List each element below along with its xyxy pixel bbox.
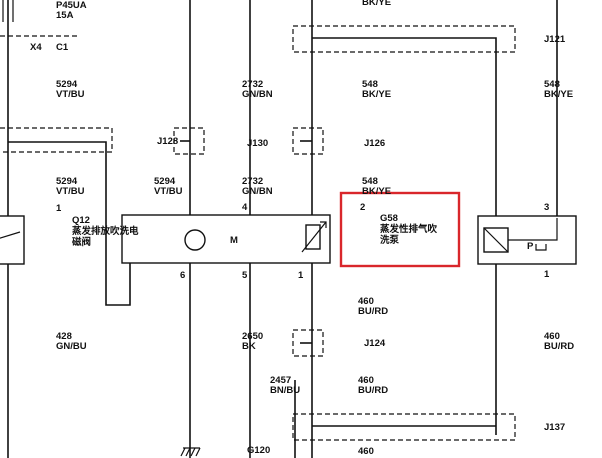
pin-label: 5 — [242, 270, 248, 281]
q12-return-wire — [8, 141, 131, 306]
motor-letter: M — [230, 235, 238, 246]
splice-j137 — [292, 413, 516, 441]
wire-color: VT/BU — [154, 186, 183, 197]
wire-color: GN/BN — [242, 89, 273, 100]
wire-label: 2457 — [270, 375, 291, 386]
wire-color: BK/YE — [362, 186, 391, 197]
wire-color: GN/BU — [56, 341, 87, 352]
sensor-u-icon — [535, 244, 547, 251]
labels: P45UA 15A X4 C1 5294 VT/BU 2732 GN/BN BK… — [30, 0, 574, 457]
wire-label: 548 — [544, 79, 560, 90]
wire-label: 2732 — [242, 79, 263, 90]
wire-label: 5294 — [154, 176, 176, 187]
wire-color: BU/RD — [544, 341, 574, 352]
wire-label: 548 — [362, 79, 378, 90]
splice-left-box — [0, 127, 113, 153]
pressure-sensor — [477, 215, 577, 265]
pin-label: 3 — [544, 202, 549, 213]
wire-color: GN/BN — [242, 186, 273, 197]
wire-color: BN/BU — [270, 385, 300, 396]
splice-j124 — [292, 329, 324, 357]
wire-label: 5294 — [56, 79, 78, 90]
component-name: 磁阀 — [72, 236, 91, 248]
splice-j126 — [292, 127, 324, 155]
connector-x4: X4 — [30, 42, 42, 53]
sensor-internal-wire — [508, 218, 558, 241]
g58-highlight-box — [339, 191, 461, 268]
junction-j137: J137 — [544, 422, 565, 433]
fuse-name: P45UA — [56, 0, 87, 11]
sensor-letter: P — [527, 241, 534, 252]
wire-color: BU/RD — [358, 385, 388, 396]
junction-j126: J126 — [364, 138, 385, 149]
wire-label: 548 — [362, 176, 378, 187]
wire-label: 2732 — [242, 176, 263, 187]
ground-icon — [180, 447, 201, 457]
wire-label: 2650 — [242, 331, 263, 342]
component-id: G58 — [380, 213, 398, 224]
wire-color: BK — [242, 341, 256, 352]
junction-j121: J121 — [544, 34, 566, 45]
wire-label: 460 — [358, 375, 374, 386]
wire-color: VT/BU — [56, 89, 85, 100]
component-name: 蒸发性排气吹 — [380, 223, 438, 235]
wire-color: BU/RD — [358, 306, 388, 317]
wire-color: VT/BU — [56, 186, 85, 197]
splice-j121 — [292, 25, 516, 53]
wire-label: 460 — [544, 331, 560, 342]
motor-assembly — [121, 214, 331, 264]
wire-color: BK/YE — [362, 89, 391, 100]
wire-label: 460 — [358, 296, 374, 307]
junction-j128: J128 — [157, 136, 178, 147]
splice-j128 — [173, 127, 205, 155]
potentiometer-arrow — [301, 221, 327, 253]
ground-label: G120 — [247, 445, 270, 456]
pin-label: 2 — [360, 202, 365, 213]
motor-icon — [184, 229, 206, 251]
component-name: 蒸发排放吹洗电 — [72, 225, 139, 237]
pin-label: 4 — [242, 202, 248, 213]
pin-label: 6 — [180, 270, 185, 281]
component-name: 洗泵 — [380, 234, 400, 246]
wire-color: BK/YE — [544, 89, 573, 100]
wire-label: 428 — [56, 331, 72, 342]
q12-solenoid — [0, 215, 25, 265]
junction-j130: J130 — [247, 138, 268, 149]
junction-j124: J124 — [364, 338, 386, 349]
wire-548-loop — [312, 37, 497, 216]
connector-pin-c1: C1 — [56, 42, 69, 53]
pin-label: 1 — [56, 203, 62, 214]
component-id: Q12 — [72, 215, 90, 226]
pin-label: 1 — [544, 269, 550, 280]
pin-label: 1 — [298, 270, 304, 281]
wire-color: BK/YE — [362, 0, 391, 8]
fuse-rating: 15A — [56, 10, 74, 21]
wire-label: 5294 — [56, 176, 78, 187]
wire-label: 460 — [358, 446, 374, 457]
potentiometer-icon — [305, 224, 321, 250]
